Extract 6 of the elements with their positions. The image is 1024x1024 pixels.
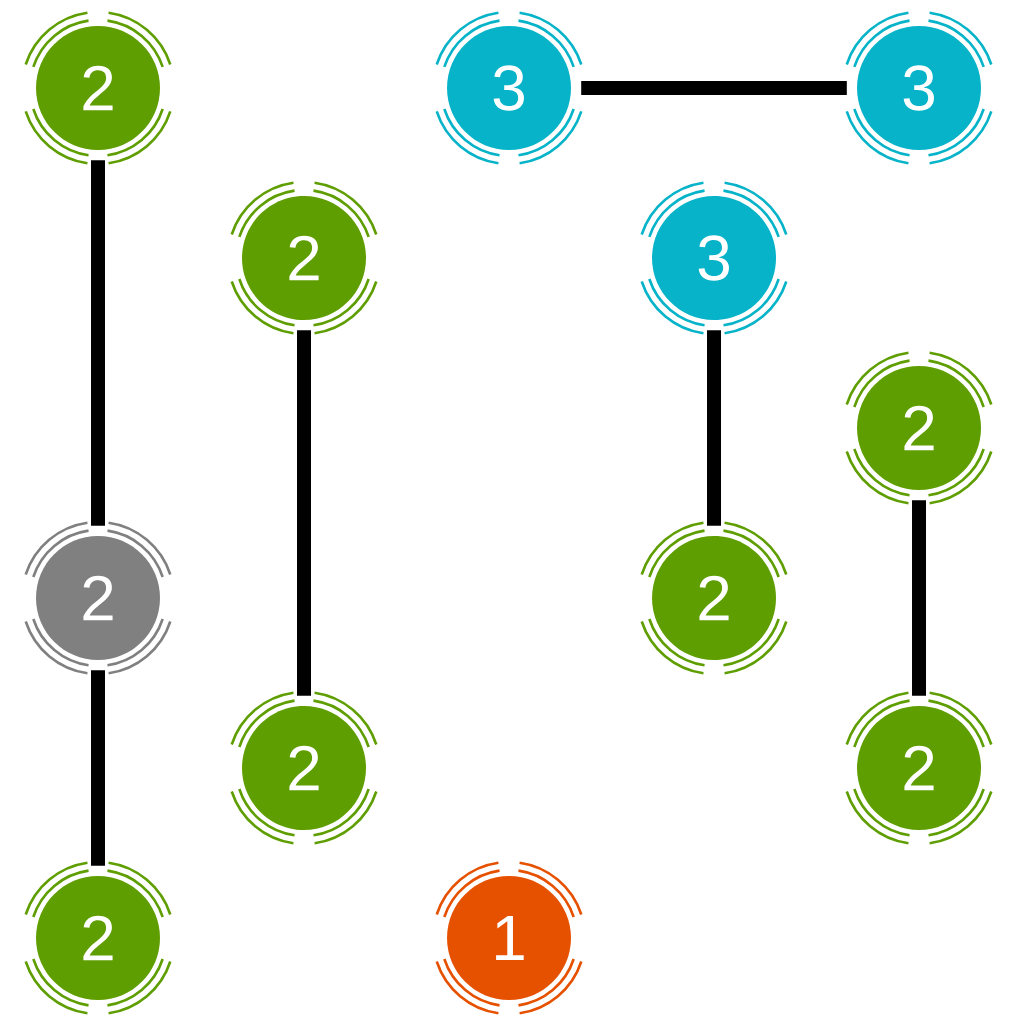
bridge-line <box>91 160 105 526</box>
bridge-line <box>707 330 721 526</box>
bridge-line <box>91 670 105 866</box>
bridge-line <box>912 500 926 696</box>
bridge-line <box>297 330 311 696</box>
bridge-line <box>581 81 847 95</box>
